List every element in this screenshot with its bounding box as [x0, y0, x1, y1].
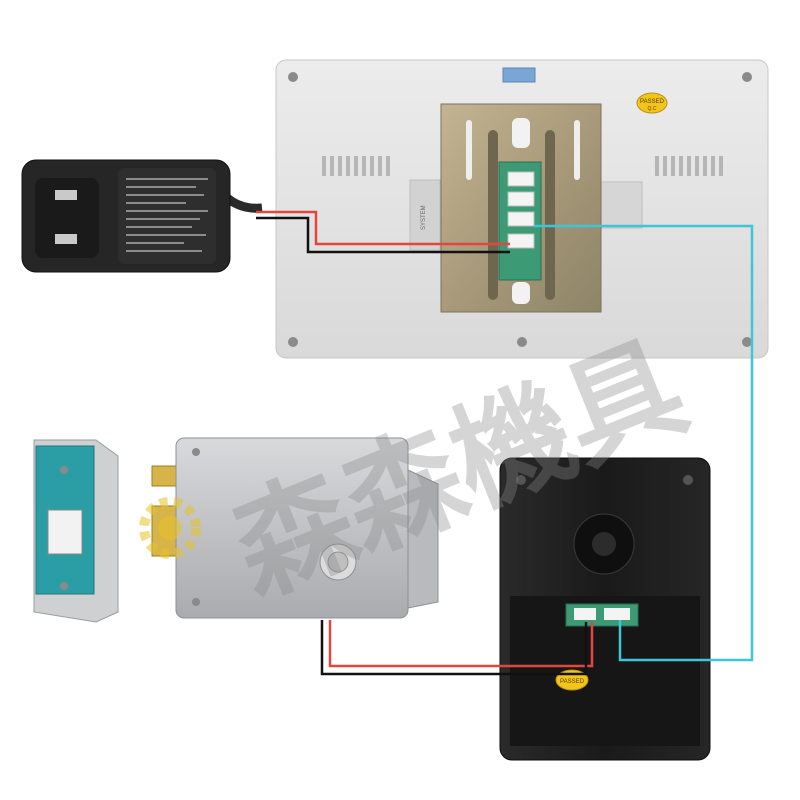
- power-adapter: [21, 159, 263, 273]
- vent-slots-right: [655, 156, 723, 176]
- screw-icon: [516, 475, 526, 485]
- svg-text:PASSED: PASSED: [560, 679, 585, 685]
- monitor-rear: PASSED Q.C SYSTEM: [275, 59, 769, 359]
- screw-icon: [742, 72, 752, 82]
- svg-text:PASSED: PASSED: [640, 99, 665, 105]
- screw-icon: [192, 448, 200, 456]
- monitor-passed-sticker: PASSED Q.C: [636, 92, 668, 114]
- monitor-pcb-terminals: [498, 161, 542, 281]
- wire-lock-black: [320, 620, 588, 676]
- plug-prong-icon: [55, 234, 77, 244]
- plug-prong-icon: [55, 190, 77, 200]
- wire-power-black: [256, 216, 510, 254]
- screw-icon: [60, 582, 68, 590]
- screw-icon: [192, 598, 200, 606]
- monitor-barcode-label: [502, 67, 536, 83]
- wire-power-red: [256, 210, 510, 246]
- svg-text:Q.C: Q.C: [648, 106, 657, 112]
- vent-slots-left: [322, 156, 390, 176]
- screw-icon: [60, 466, 68, 474]
- wire-lock-red: [328, 620, 594, 668]
- electric-lock-body: [175, 437, 439, 619]
- screw-icon: [288, 337, 298, 347]
- monitor-diagram-label: [597, 181, 643, 229]
- strike-plate: [33, 439, 119, 623]
- wire-signal-cyan: [534, 224, 754, 662]
- screw-icon: [517, 337, 527, 347]
- watermark-gear: [139, 497, 201, 559]
- screw-icon: [288, 72, 298, 82]
- screw-icon: [683, 475, 693, 485]
- svg-text:SYSTEM: SYSTEM: [421, 205, 427, 230]
- key-cylinder-icon: [327, 551, 349, 573]
- monitor-spec-label: [409, 179, 441, 251]
- screw-icon: [742, 337, 752, 347]
- door-camera-rear: PASSED: [499, 457, 711, 761]
